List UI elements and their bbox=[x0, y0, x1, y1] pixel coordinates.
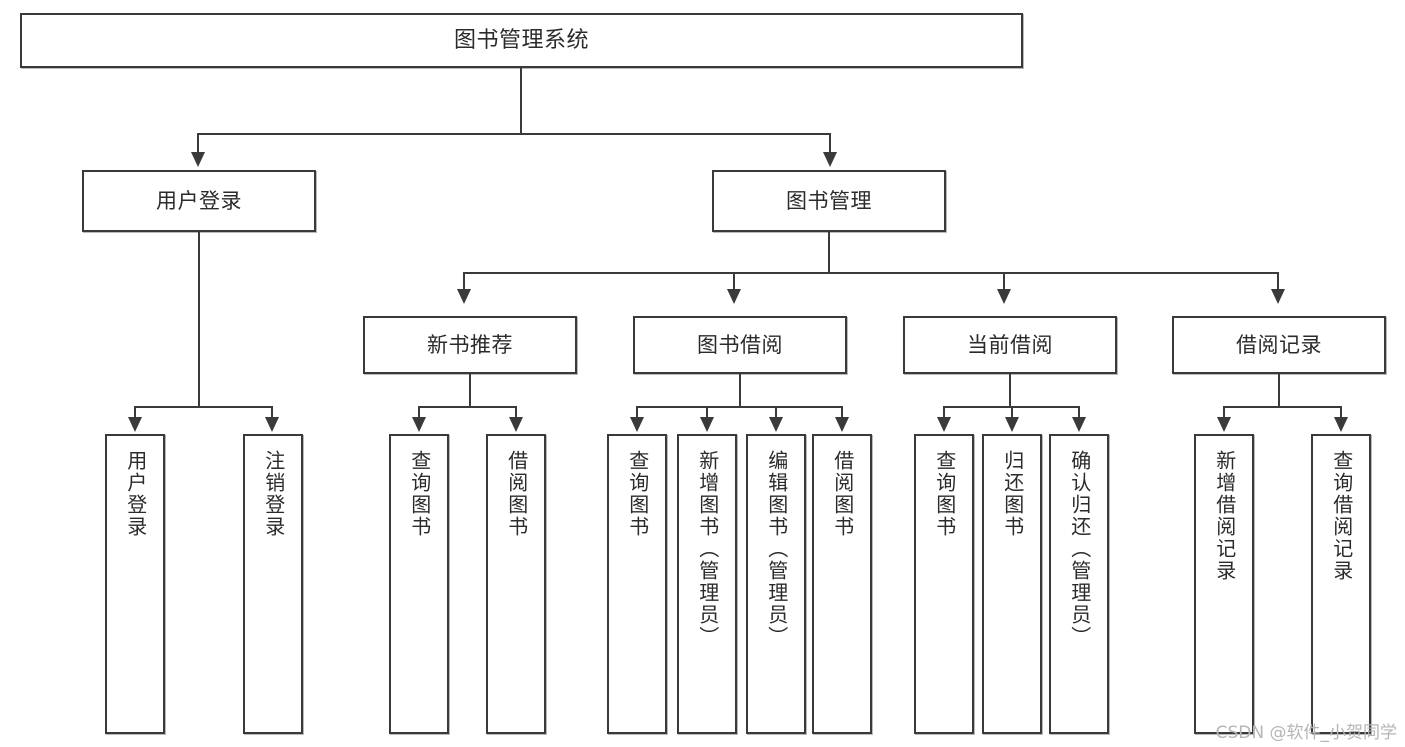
connector-borrowrecord-stem bbox=[1278, 374, 1280, 407]
arrowhead-borrowrecord-leaf-1 bbox=[1217, 417, 1231, 432]
arrowhead-leaf-user-login bbox=[128, 417, 142, 432]
leaf-query-borrow-record[interactable]: 查询借阅记录 bbox=[1311, 434, 1371, 734]
leaf-user-login[interactable]: 用户登录 bbox=[105, 434, 165, 734]
connector-bookmgmt-drop-1 bbox=[463, 272, 465, 290]
node-label: 注销登录 bbox=[261, 450, 286, 538]
connector-userlogin-stem bbox=[198, 232, 200, 407]
node-label: 用户登录 bbox=[123, 450, 148, 538]
node-label: 确认归还（管理员） bbox=[1067, 450, 1092, 648]
node-label: 借阅图书 bbox=[830, 450, 855, 538]
arrowhead-user-login bbox=[191, 152, 205, 167]
arrowhead-newbook-leaf-2 bbox=[509, 417, 523, 432]
node-label: 借阅图书 bbox=[504, 450, 529, 538]
node-label: 查询借阅记录 bbox=[1329, 450, 1354, 582]
node-label: 新书推荐 bbox=[427, 332, 513, 357]
connector-root-drop-right bbox=[829, 133, 831, 153]
arrowhead-bookborrow-leaf-3 bbox=[769, 417, 783, 432]
connector-userlogin-drop-2 bbox=[271, 406, 273, 418]
connector-newbook-bus bbox=[418, 406, 516, 408]
connector-root-drop-left bbox=[197, 133, 199, 153]
node-label: 当前借阅 bbox=[967, 332, 1053, 357]
connector-root-stem bbox=[520, 68, 522, 134]
connector-bookborrow-drop-4 bbox=[841, 406, 843, 418]
arrowhead-bookborrow-leaf-2 bbox=[700, 417, 714, 432]
arrowhead-currentborrow-leaf-2 bbox=[1005, 417, 1019, 432]
node-label: 新增图书（管理员） bbox=[695, 450, 720, 648]
leaf-add-borrow-record[interactable]: 新增借阅记录 bbox=[1194, 434, 1254, 734]
connector-userlogin-drop-1 bbox=[134, 406, 136, 418]
connector-bookmgmt-stem bbox=[828, 232, 830, 273]
node-book-management[interactable]: 图书管理 bbox=[712, 170, 946, 232]
leaf-query-book-bookborrow[interactable]: 查询图书 bbox=[607, 434, 667, 734]
node-label: 查询图书 bbox=[932, 450, 957, 538]
leaf-edit-book-admin[interactable]: 编辑图书（管理员） bbox=[746, 434, 806, 734]
connector-bookmgmt-drop-2 bbox=[733, 272, 735, 290]
node-new-book-recommend[interactable]: 新书推荐 bbox=[363, 316, 577, 374]
connector-bookmgmt-bus bbox=[463, 272, 1279, 274]
arrowhead-book-borrow bbox=[727, 289, 741, 304]
connector-bookborrow-drop-3 bbox=[775, 406, 777, 418]
arrowhead-bookborrow-leaf-4 bbox=[835, 417, 849, 432]
node-label: 借阅记录 bbox=[1236, 332, 1322, 357]
arrowhead-borrow-record bbox=[1271, 289, 1285, 304]
connector-bookmgmt-drop-3 bbox=[1003, 272, 1005, 290]
connector-borrowrecord-drop-1 bbox=[1223, 406, 1225, 418]
connector-currentborrow-drop-3 bbox=[1078, 406, 1080, 418]
connector-newbook-drop-1 bbox=[418, 406, 420, 418]
node-label: 图书管理系统 bbox=[453, 27, 589, 53]
node-label: 查询图书 bbox=[625, 450, 650, 538]
connector-bookmgmt-drop-4 bbox=[1277, 272, 1279, 290]
node-label: 图书管理 bbox=[786, 188, 872, 213]
connector-borrowrecord-drop-2 bbox=[1340, 406, 1342, 418]
leaf-confirm-return-admin[interactable]: 确认归还（管理员） bbox=[1049, 434, 1109, 734]
node-book-borrow[interactable]: 图书借阅 bbox=[633, 316, 847, 374]
connector-bookborrow-bus bbox=[636, 406, 842, 408]
connector-userlogin-bus bbox=[134, 406, 272, 408]
node-current-borrow[interactable]: 当前借阅 bbox=[903, 316, 1117, 374]
node-borrow-record[interactable]: 借阅记录 bbox=[1172, 316, 1386, 374]
arrowhead-leaf-logout bbox=[265, 417, 279, 432]
leaf-logout[interactable]: 注销登录 bbox=[243, 434, 303, 734]
connector-bookborrow-stem bbox=[739, 374, 741, 407]
node-label: 查询图书 bbox=[407, 450, 432, 538]
node-user-login[interactable]: 用户登录 bbox=[82, 170, 316, 232]
arrowhead-book-manage bbox=[823, 152, 837, 167]
connector-borrowrecord-bus bbox=[1223, 406, 1342, 408]
connector-currentborrow-drop-2 bbox=[1011, 406, 1013, 418]
arrowhead-currentborrow-leaf-3 bbox=[1072, 417, 1086, 432]
node-label: 用户登录 bbox=[156, 188, 242, 213]
connector-currentborrow-stem bbox=[1009, 374, 1011, 407]
node-label: 图书借阅 bbox=[697, 332, 783, 357]
leaf-borrow-book-bookborrow[interactable]: 借阅图书 bbox=[812, 434, 872, 734]
leaf-add-book-admin[interactable]: 新增图书（管理员） bbox=[677, 434, 737, 734]
connector-currentborrow-drop-1 bbox=[943, 406, 945, 418]
connector-newbook-stem bbox=[469, 374, 471, 407]
node-label: 新增借阅记录 bbox=[1212, 450, 1237, 582]
arrowhead-new-book bbox=[457, 289, 471, 304]
leaf-query-book-currentborrow[interactable]: 查询图书 bbox=[914, 434, 974, 734]
arrowhead-currentborrow-leaf-1 bbox=[937, 417, 951, 432]
arrowhead-current-borrow bbox=[997, 289, 1011, 304]
connector-bookborrow-drop-1 bbox=[636, 406, 638, 418]
leaf-borrow-book-newbook[interactable]: 借阅图书 bbox=[486, 434, 546, 734]
node-label: 归还图书 bbox=[1000, 450, 1025, 538]
connector-newbook-drop-2 bbox=[515, 406, 517, 418]
connector-root-bus bbox=[197, 133, 831, 135]
arrowhead-borrowrecord-leaf-2 bbox=[1334, 417, 1348, 432]
node-label: 编辑图书（管理员） bbox=[764, 450, 789, 648]
leaf-query-book-newbook[interactable]: 查询图书 bbox=[389, 434, 449, 734]
node-root-system[interactable]: 图书管理系统 bbox=[20, 13, 1023, 68]
arrowhead-bookborrow-leaf-1 bbox=[630, 417, 644, 432]
leaf-return-book[interactable]: 归还图书 bbox=[982, 434, 1042, 734]
arrowhead-newbook-leaf-1 bbox=[412, 417, 426, 432]
connector-bookborrow-drop-2 bbox=[706, 406, 708, 418]
